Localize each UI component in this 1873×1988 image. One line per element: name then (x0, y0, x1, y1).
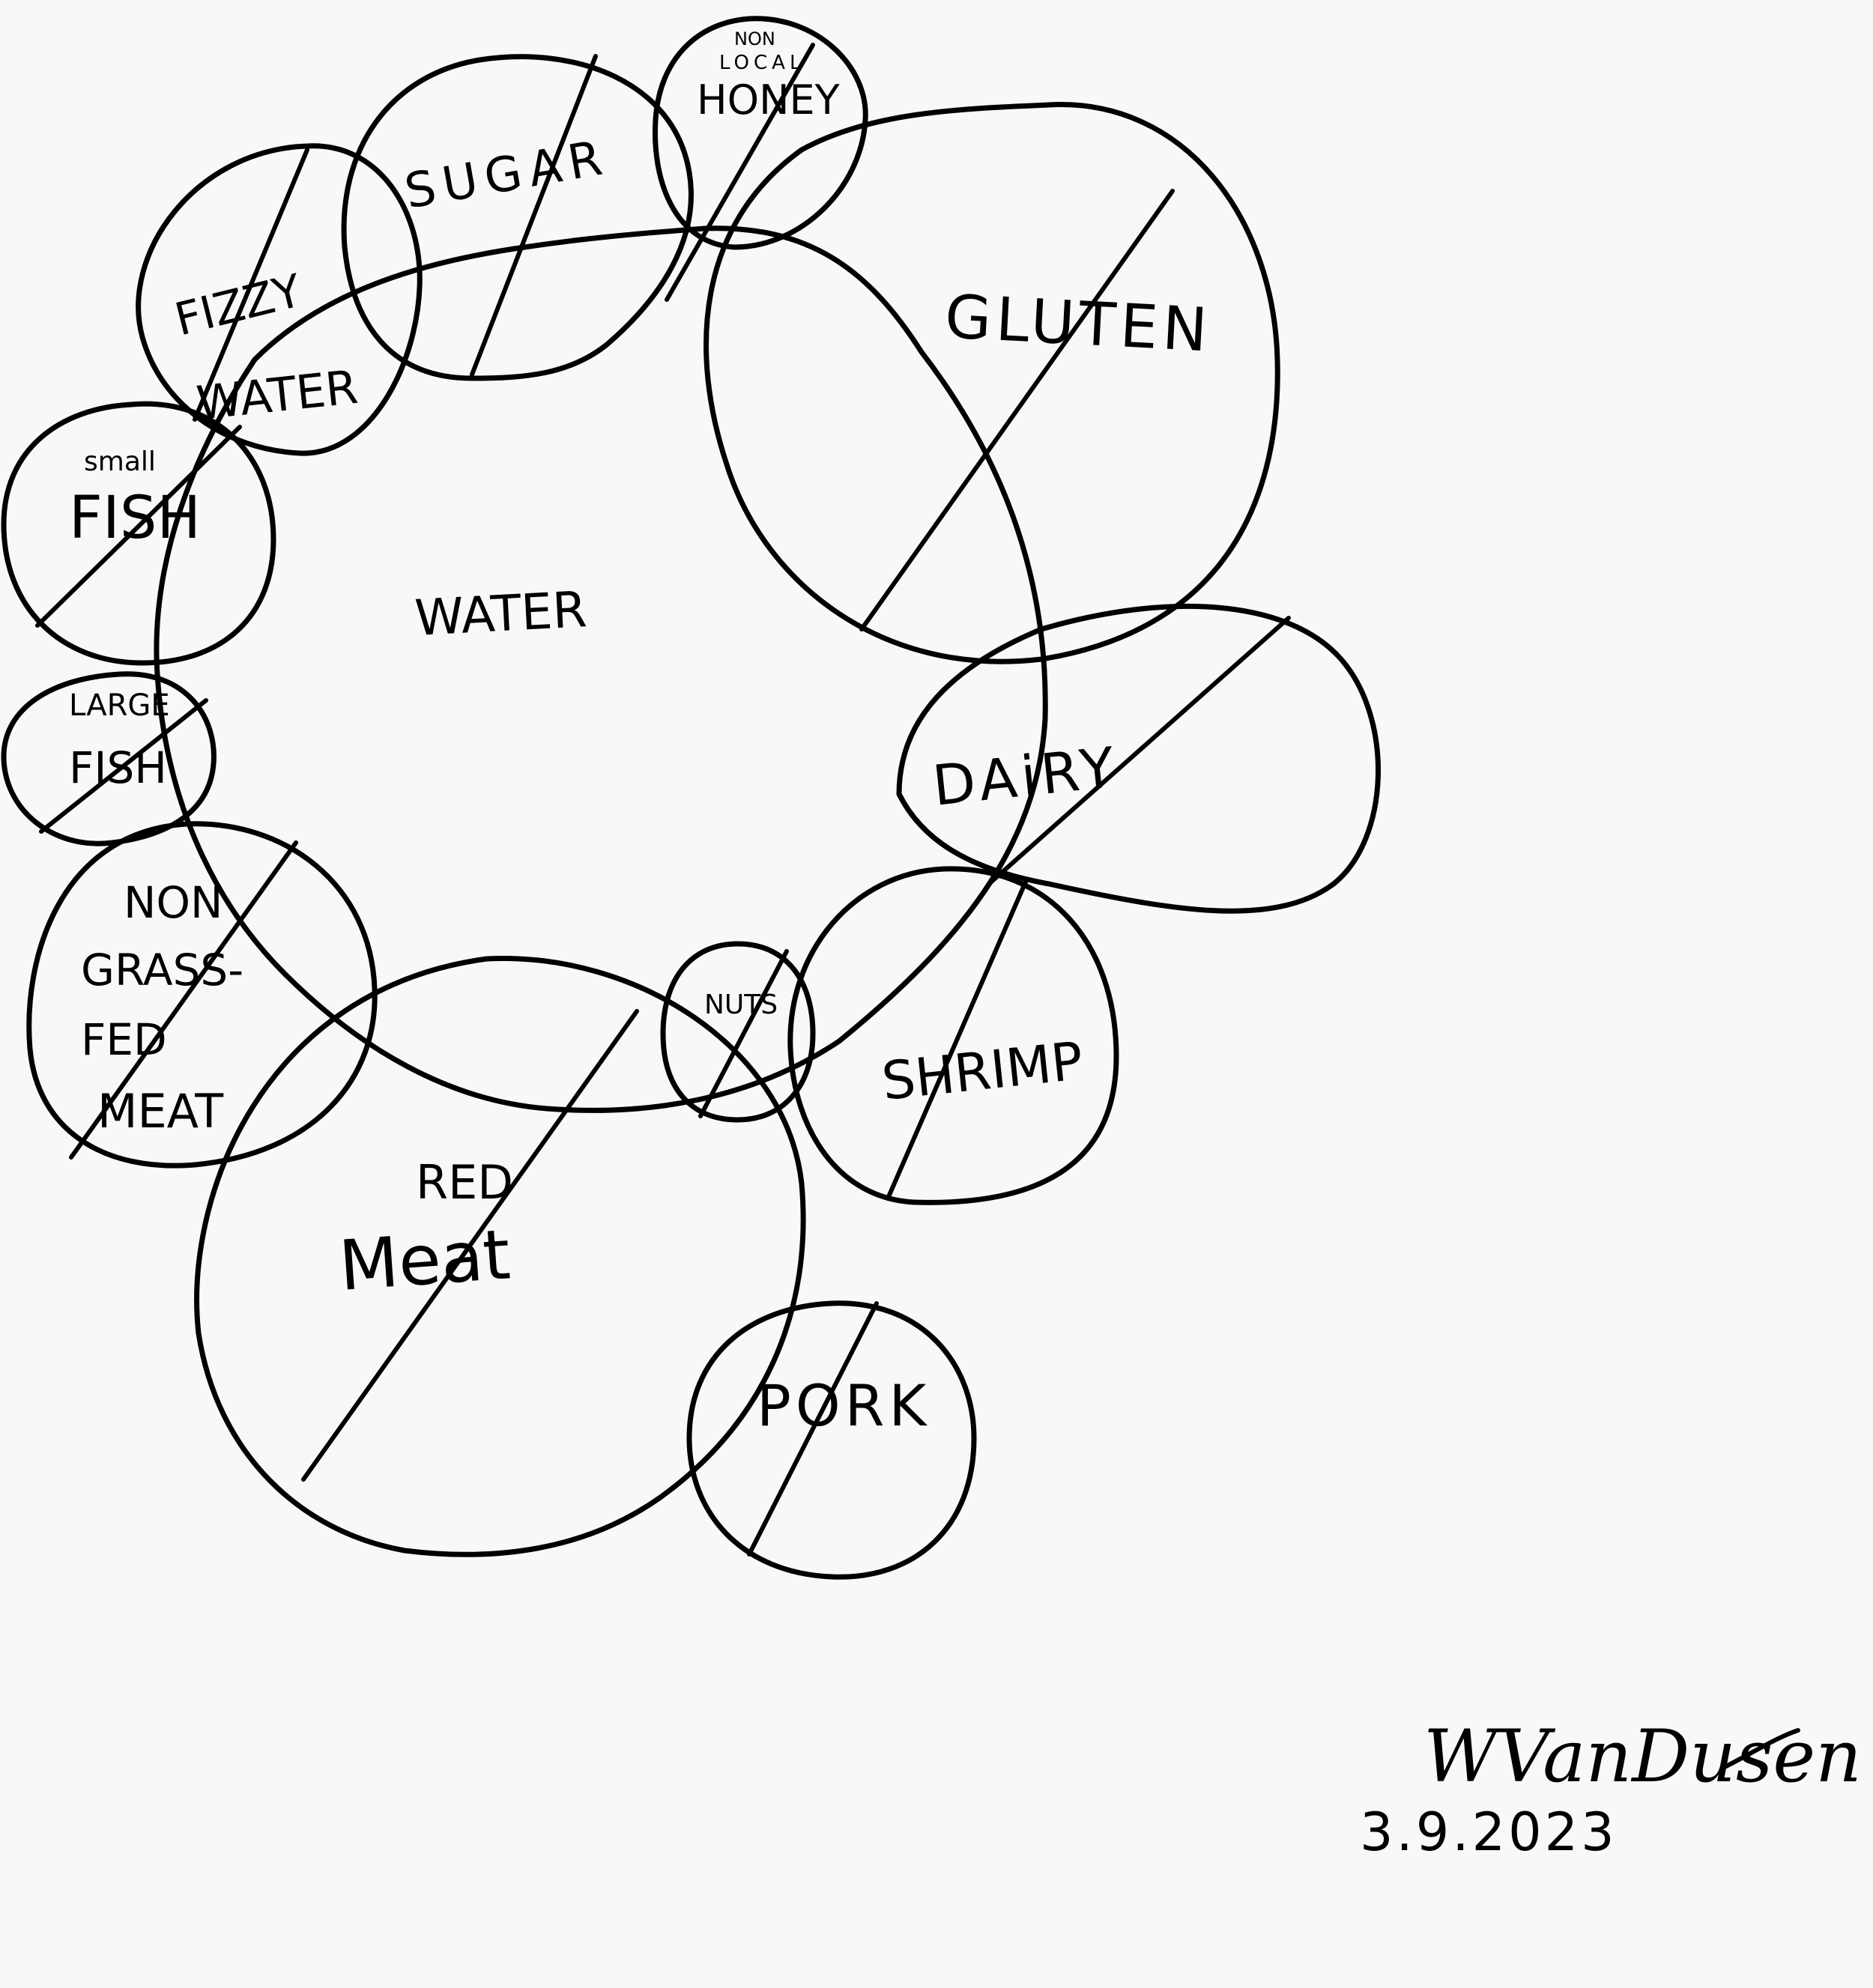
sugar-circle (341, 54, 694, 381)
gluten-item (703, 102, 1280, 664)
honey-slash (665, 43, 815, 302)
non-grass-fed-meat-slash (69, 840, 298, 1160)
dairy-label: DAiRY (930, 735, 1122, 819)
red-meat-item (194, 955, 806, 1557)
pork-circle (686, 1300, 977, 1580)
large-fish-item (1, 671, 217, 846)
large-fish-large-label: LARGE (69, 688, 170, 723)
red-meat-circle (194, 955, 806, 1557)
dairy-item (896, 603, 1381, 914)
shrimp-circle (787, 866, 1119, 1205)
honey-local-label: LOCAL (719, 52, 805, 74)
ngfm-non-label: NON (124, 877, 223, 928)
gluten-slash (859, 189, 1175, 631)
nuts-label: NUTS (704, 990, 778, 1020)
gluten-label: GLUTEN (943, 282, 1214, 366)
large-fish-label: FISH (69, 742, 167, 793)
red-label: RED (416, 1155, 513, 1210)
shrimp-slash (886, 878, 1029, 1201)
pork-slash (747, 1301, 879, 1557)
shrimp-item (787, 866, 1119, 1205)
small-fish-item (1, 401, 276, 666)
sugar-label: SUGAR (401, 130, 614, 220)
dairy-slash (987, 616, 1291, 886)
fizzy-water-label: WATER (194, 360, 360, 431)
honey-circle (652, 16, 868, 250)
gluten-circle (703, 102, 1280, 664)
signature: WVanDusen (1423, 1715, 1862, 1798)
small-fish-circle (1, 401, 276, 666)
nuts-slash (698, 949, 789, 1118)
fizzy-water-item (136, 143, 423, 456)
red-meat-slash (301, 1009, 639, 1482)
ngfm-fed-label: FED (81, 1014, 167, 1065)
small-fish-slash (35, 425, 242, 628)
small-fish-label: FISH (69, 485, 201, 552)
sugar-item (341, 54, 694, 381)
pork-label: PORK (757, 1372, 931, 1439)
signature-date: 3.9.2023 (1360, 1801, 1618, 1863)
dairy-circle (896, 603, 1381, 914)
large-fish-slash (39, 698, 208, 834)
non-grass-fed-meat-item (26, 821, 378, 1169)
honey-label: HONEY (697, 76, 841, 124)
ngfm-meat-label: MEAT (97, 1084, 224, 1139)
large-fish-circle (1, 671, 217, 846)
non-grass-fed-meat-circle (26, 821, 378, 1169)
small-fish-small-label: small (84, 446, 156, 477)
water-center-loop (154, 225, 1048, 1113)
nuts-item (660, 941, 816, 1123)
signature-flourish (1721, 1728, 1800, 1770)
nuts-circle (660, 941, 816, 1123)
meat-label: Meat (336, 1214, 512, 1306)
honey-non-label: NON (734, 28, 775, 49)
fizzy-water-circle (136, 143, 423, 456)
water-center-label: WATER (414, 581, 588, 647)
fizzy-water-slash (193, 148, 309, 422)
pork-item (686, 1300, 977, 1580)
ngfm-grass-label: GRASS- (81, 945, 243, 995)
sugar-slash (470, 54, 598, 377)
non-local-honey-item (652, 16, 868, 302)
shrimp-label: SHRIMP (879, 1030, 1086, 1112)
